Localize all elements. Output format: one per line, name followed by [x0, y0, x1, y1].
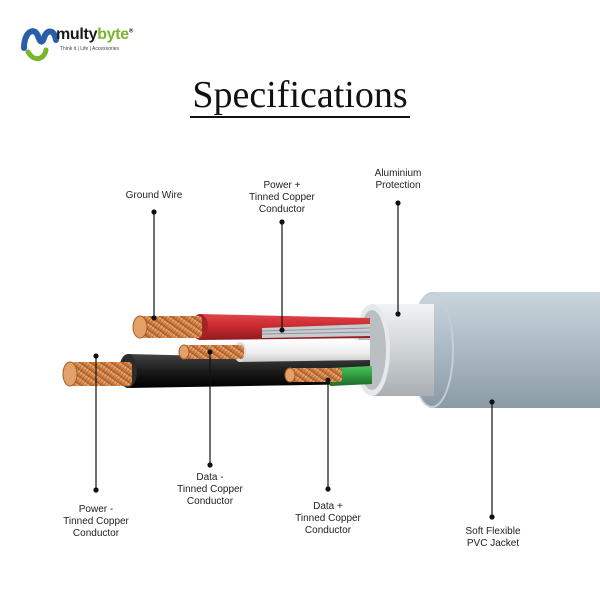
label-data-minus: Data - Tinned Copper Conductor — [177, 472, 243, 507]
logo-wordmark: multybyte® — [56, 26, 133, 44]
multybyte-logo: multybyte® Think it | Life | Accessories — [20, 18, 150, 68]
leader-ground-wire — [151, 209, 157, 321]
leader-power-minus — [93, 353, 99, 493]
leader-power-plus — [279, 219, 285, 333]
ground-copper-strands — [132, 315, 202, 339]
white-data-minus-wire — [234, 340, 370, 362]
label-aluminium: Aluminium Protection — [374, 168, 422, 191]
logo-registered-mark: ® — [128, 28, 134, 35]
power-minus-copper-strands — [62, 361, 132, 387]
label-jacket: Soft Flexible PVC Jacket — [465, 526, 521, 549]
data-plus-copper-strands — [284, 367, 342, 383]
label-power-plus: Power + Tinned Copper Conductor — [249, 180, 315, 215]
leader-data-plus — [325, 377, 331, 492]
pvc-jacket — [410, 292, 600, 408]
leader-jacket — [489, 399, 495, 520]
label-power-minus: Power - Tinned Copper Conductor — [63, 504, 129, 539]
leader-aluminium — [395, 200, 401, 317]
page-title-text: Specifications — [190, 74, 410, 118]
logo-tagline: Think it | Life | Accessories — [60, 46, 120, 52]
logo-brand-prefix: multy — [56, 26, 98, 43]
leader-data-minus — [207, 349, 213, 468]
page-title: Specifications — [0, 73, 600, 118]
data-minus-copper-strands — [178, 344, 244, 360]
logo-brand-suffix: byte — [97, 26, 129, 43]
label-ground-wire: Ground Wire — [125, 190, 183, 201]
label-data-plus: Data + Tinned Copper Conductor — [295, 501, 361, 536]
logo-mark-icon — [21, 28, 59, 61]
